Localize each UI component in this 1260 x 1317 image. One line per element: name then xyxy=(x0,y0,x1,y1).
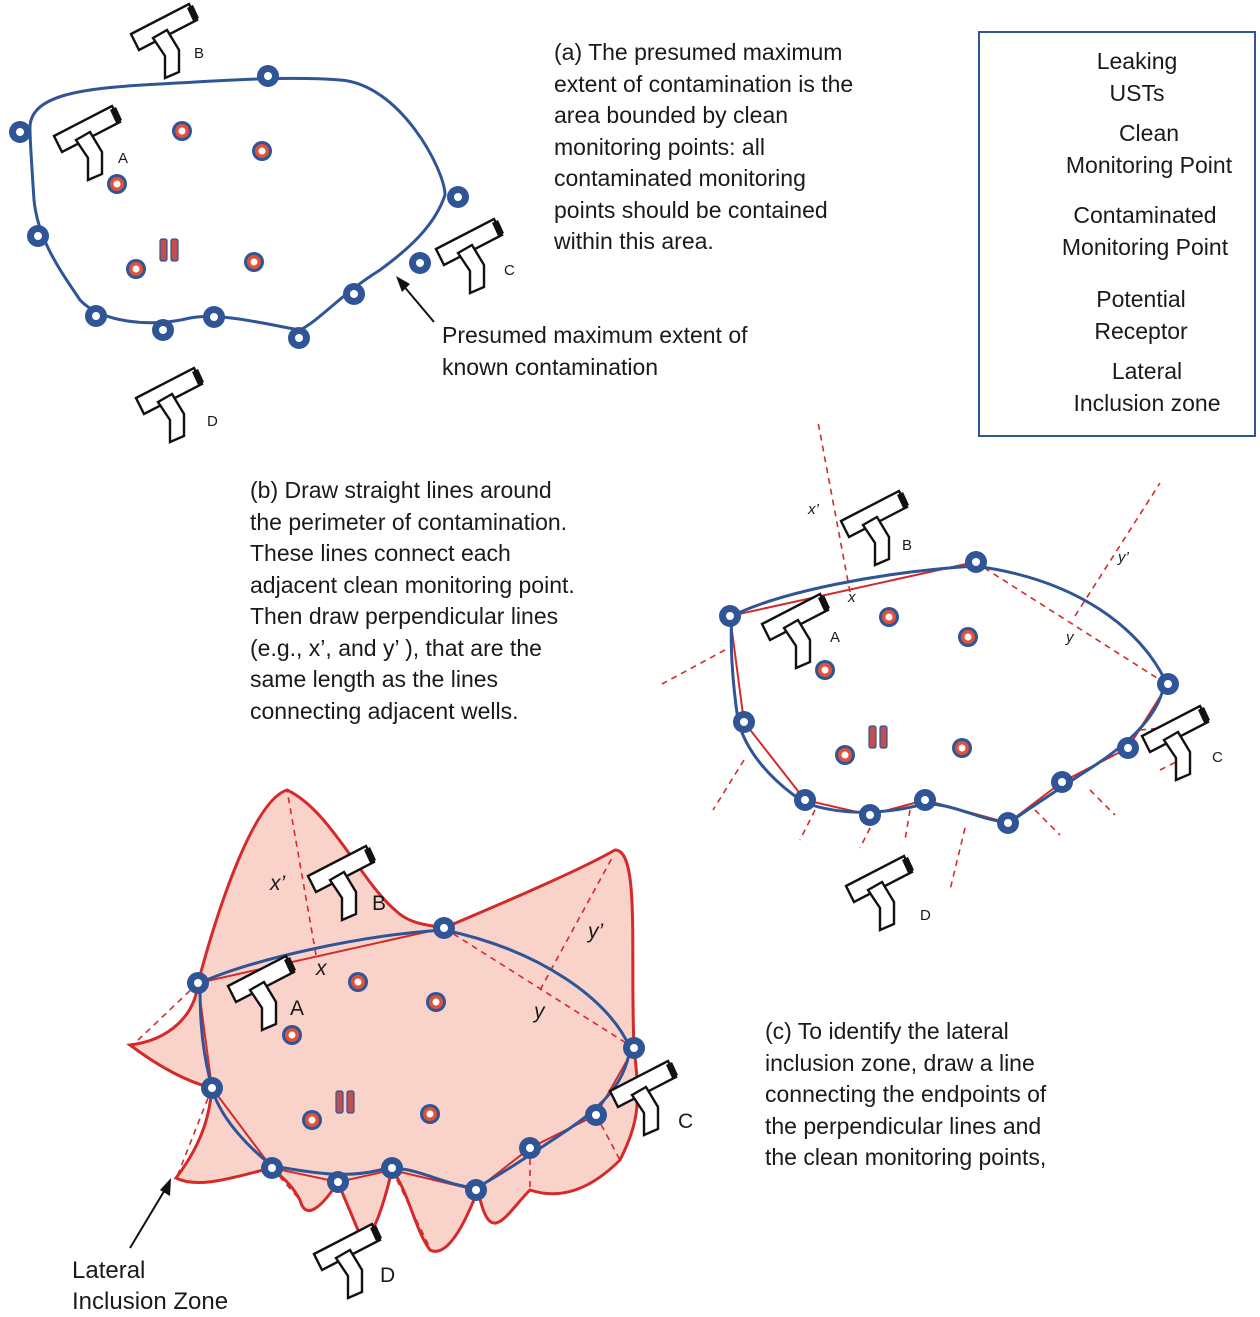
lateral-arrow xyxy=(129,1187,167,1249)
receptor-c-icon-b xyxy=(1140,704,1212,782)
receptor-d-icon xyxy=(134,366,206,444)
legend-contaminated-label: Contaminated Monitoring Point xyxy=(1061,202,1229,260)
x-label-b: x xyxy=(847,589,856,606)
leaking-ust-icon xyxy=(159,238,179,262)
receptor-d-icon-b xyxy=(844,854,916,932)
receptor-c-label: C xyxy=(504,262,515,279)
clean-points-a xyxy=(9,65,469,349)
receptor-b-label-b: B xyxy=(902,537,912,554)
leaking-ust-icon-b xyxy=(868,725,888,749)
legend-receptor-label: Potential Receptor xyxy=(1094,286,1188,344)
receptor-a-label-c: A xyxy=(290,997,304,1020)
legend-leaking-label: Leaking USTs xyxy=(1096,48,1178,106)
receptor-a-label: A xyxy=(118,150,128,167)
x-label-c: x xyxy=(315,957,328,980)
lateral-inclusion-zone xyxy=(126,788,639,1253)
extent-label: Presumed maximum extent of known contami… xyxy=(442,322,748,380)
extent-arrow-head xyxy=(396,276,410,292)
lateral-zone-label: Lateral Inclusion Zone xyxy=(72,1257,229,1315)
receptor-d-label: D xyxy=(207,413,218,430)
receptor-a-icon xyxy=(52,104,124,182)
receptor-a-icon-b xyxy=(760,592,832,670)
legend-lateral-label: Lateral Inclusion zone xyxy=(1073,358,1221,416)
receptor-b-icon xyxy=(129,2,201,80)
y-prime-label-b: y’ xyxy=(1117,549,1130,566)
x-prime-label-b: x’ xyxy=(807,501,820,518)
perpendicular-lines-c xyxy=(134,789,635,1249)
receptor-c-label-c: C xyxy=(678,1110,693,1133)
receptor-c-icon xyxy=(434,217,506,295)
receptor-d-icon-c xyxy=(312,1222,384,1300)
y-label-c: y xyxy=(532,1000,546,1023)
y-prime-label-c: y’ xyxy=(586,920,604,943)
x-prime-label-c: x’ xyxy=(269,872,286,895)
contaminated-points-a xyxy=(107,121,272,279)
panel-a: B A C D xyxy=(9,2,515,444)
panel-c: x’ x y’ y B A C D xyxy=(126,788,693,1300)
receptor-c-label-b: C xyxy=(1212,749,1223,766)
presumed-extent-outline xyxy=(28,76,447,332)
caption-c: (c) To identify the lateral inclusion zo… xyxy=(765,1018,1047,1170)
legend-clean-label: Clean Monitoring Point xyxy=(1065,120,1233,178)
legend: Leaking USTs Clean Monitoring Point Cont… xyxy=(978,31,1256,437)
receptor-b-icon-b xyxy=(839,489,911,567)
caption-a: (a) The presumed maximum extent of conta… xyxy=(554,39,854,254)
panel-b: x’ x y’ y B A C D xyxy=(661,421,1223,932)
receptor-b-label-c: B xyxy=(372,892,386,915)
receptor-b-label: B xyxy=(194,45,204,62)
receptor-d-label-b: D xyxy=(920,907,931,924)
perpendicular-lines-b xyxy=(661,421,1196,891)
presumed-extent-outline-b xyxy=(729,564,1167,824)
caption-b: (b) Draw straight lines around the perim… xyxy=(250,477,575,724)
connecting-lines-b xyxy=(729,561,1169,825)
lateral-arrow-head xyxy=(160,1178,171,1196)
y-label-b: y xyxy=(1065,629,1075,646)
extent-arrow xyxy=(401,283,435,323)
receptor-d-label-c: D xyxy=(380,1264,395,1287)
receptor-a-label-b: A xyxy=(830,629,840,646)
